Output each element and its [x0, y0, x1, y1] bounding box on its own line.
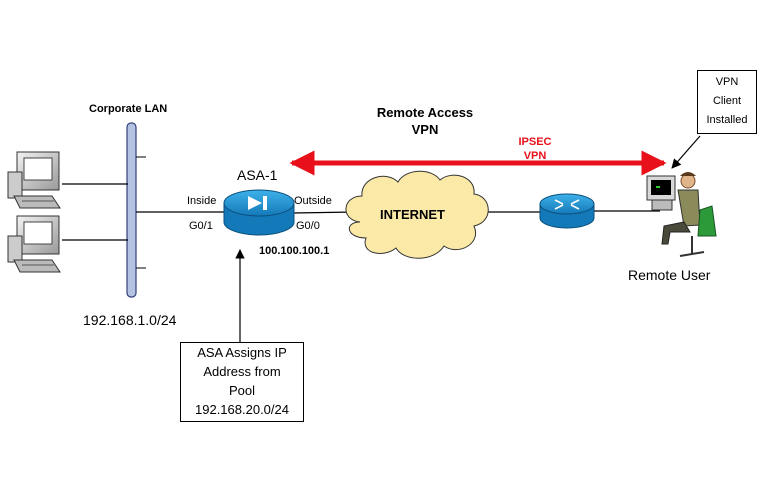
vpn-title: Remote Access VPN [360, 104, 490, 138]
vpn-title-line1: Remote Access [376, 105, 474, 120]
client-callout-line2: Client [712, 95, 742, 107]
vpn-title-line2: VPN [411, 122, 439, 137]
pool-callout-box: ASA Assigns IP Address from Pool 192.168… [180, 342, 304, 422]
lan-subnet-label: 192.168.1.0/24 [83, 312, 177, 328]
asa-name: ASA-1 [237, 167, 278, 183]
inside-port-label: G0/1 [189, 220, 213, 232]
asa-firewall-icon [223, 189, 295, 236]
client-callout-arrow [671, 135, 701, 169]
internet-label: INTERNET [380, 207, 445, 222]
remote-user-icon [646, 172, 717, 257]
outside-label: Outside [294, 195, 332, 207]
outside-port-label: G0/0 [296, 220, 320, 232]
inside-label: Inside [187, 195, 217, 207]
router-icon [539, 193, 595, 229]
desktop-pc-icon [7, 151, 61, 209]
ipsec-label: IPSEC VPN [505, 135, 565, 163]
pool-callout-line4: 192.168.20.0/24 [195, 402, 289, 417]
cloud-icon [345, 170, 489, 259]
outside-ip-label: 100.100.100.1 [259, 245, 330, 257]
client-callout-line3: Installed [706, 114, 748, 126]
pool-callout-line1: ASA Assigns IP [197, 345, 287, 360]
pool-callout-line2: Address from [203, 364, 281, 379]
ipsec-label-line2: VPN [523, 150, 547, 162]
client-callout-box: VPN Client Installed [697, 70, 757, 134]
client-callout-line1: VPN [715, 76, 739, 88]
ipsec-label-line1: IPSEC [518, 136, 552, 148]
pool-callout-line3: Pool [228, 383, 256, 398]
remote-user-label: Remote User [628, 267, 711, 283]
lan-backbone [126, 122, 146, 298]
desktop-pc-icon [7, 215, 61, 273]
corporate-lan-title: Corporate LAN [89, 103, 168, 115]
